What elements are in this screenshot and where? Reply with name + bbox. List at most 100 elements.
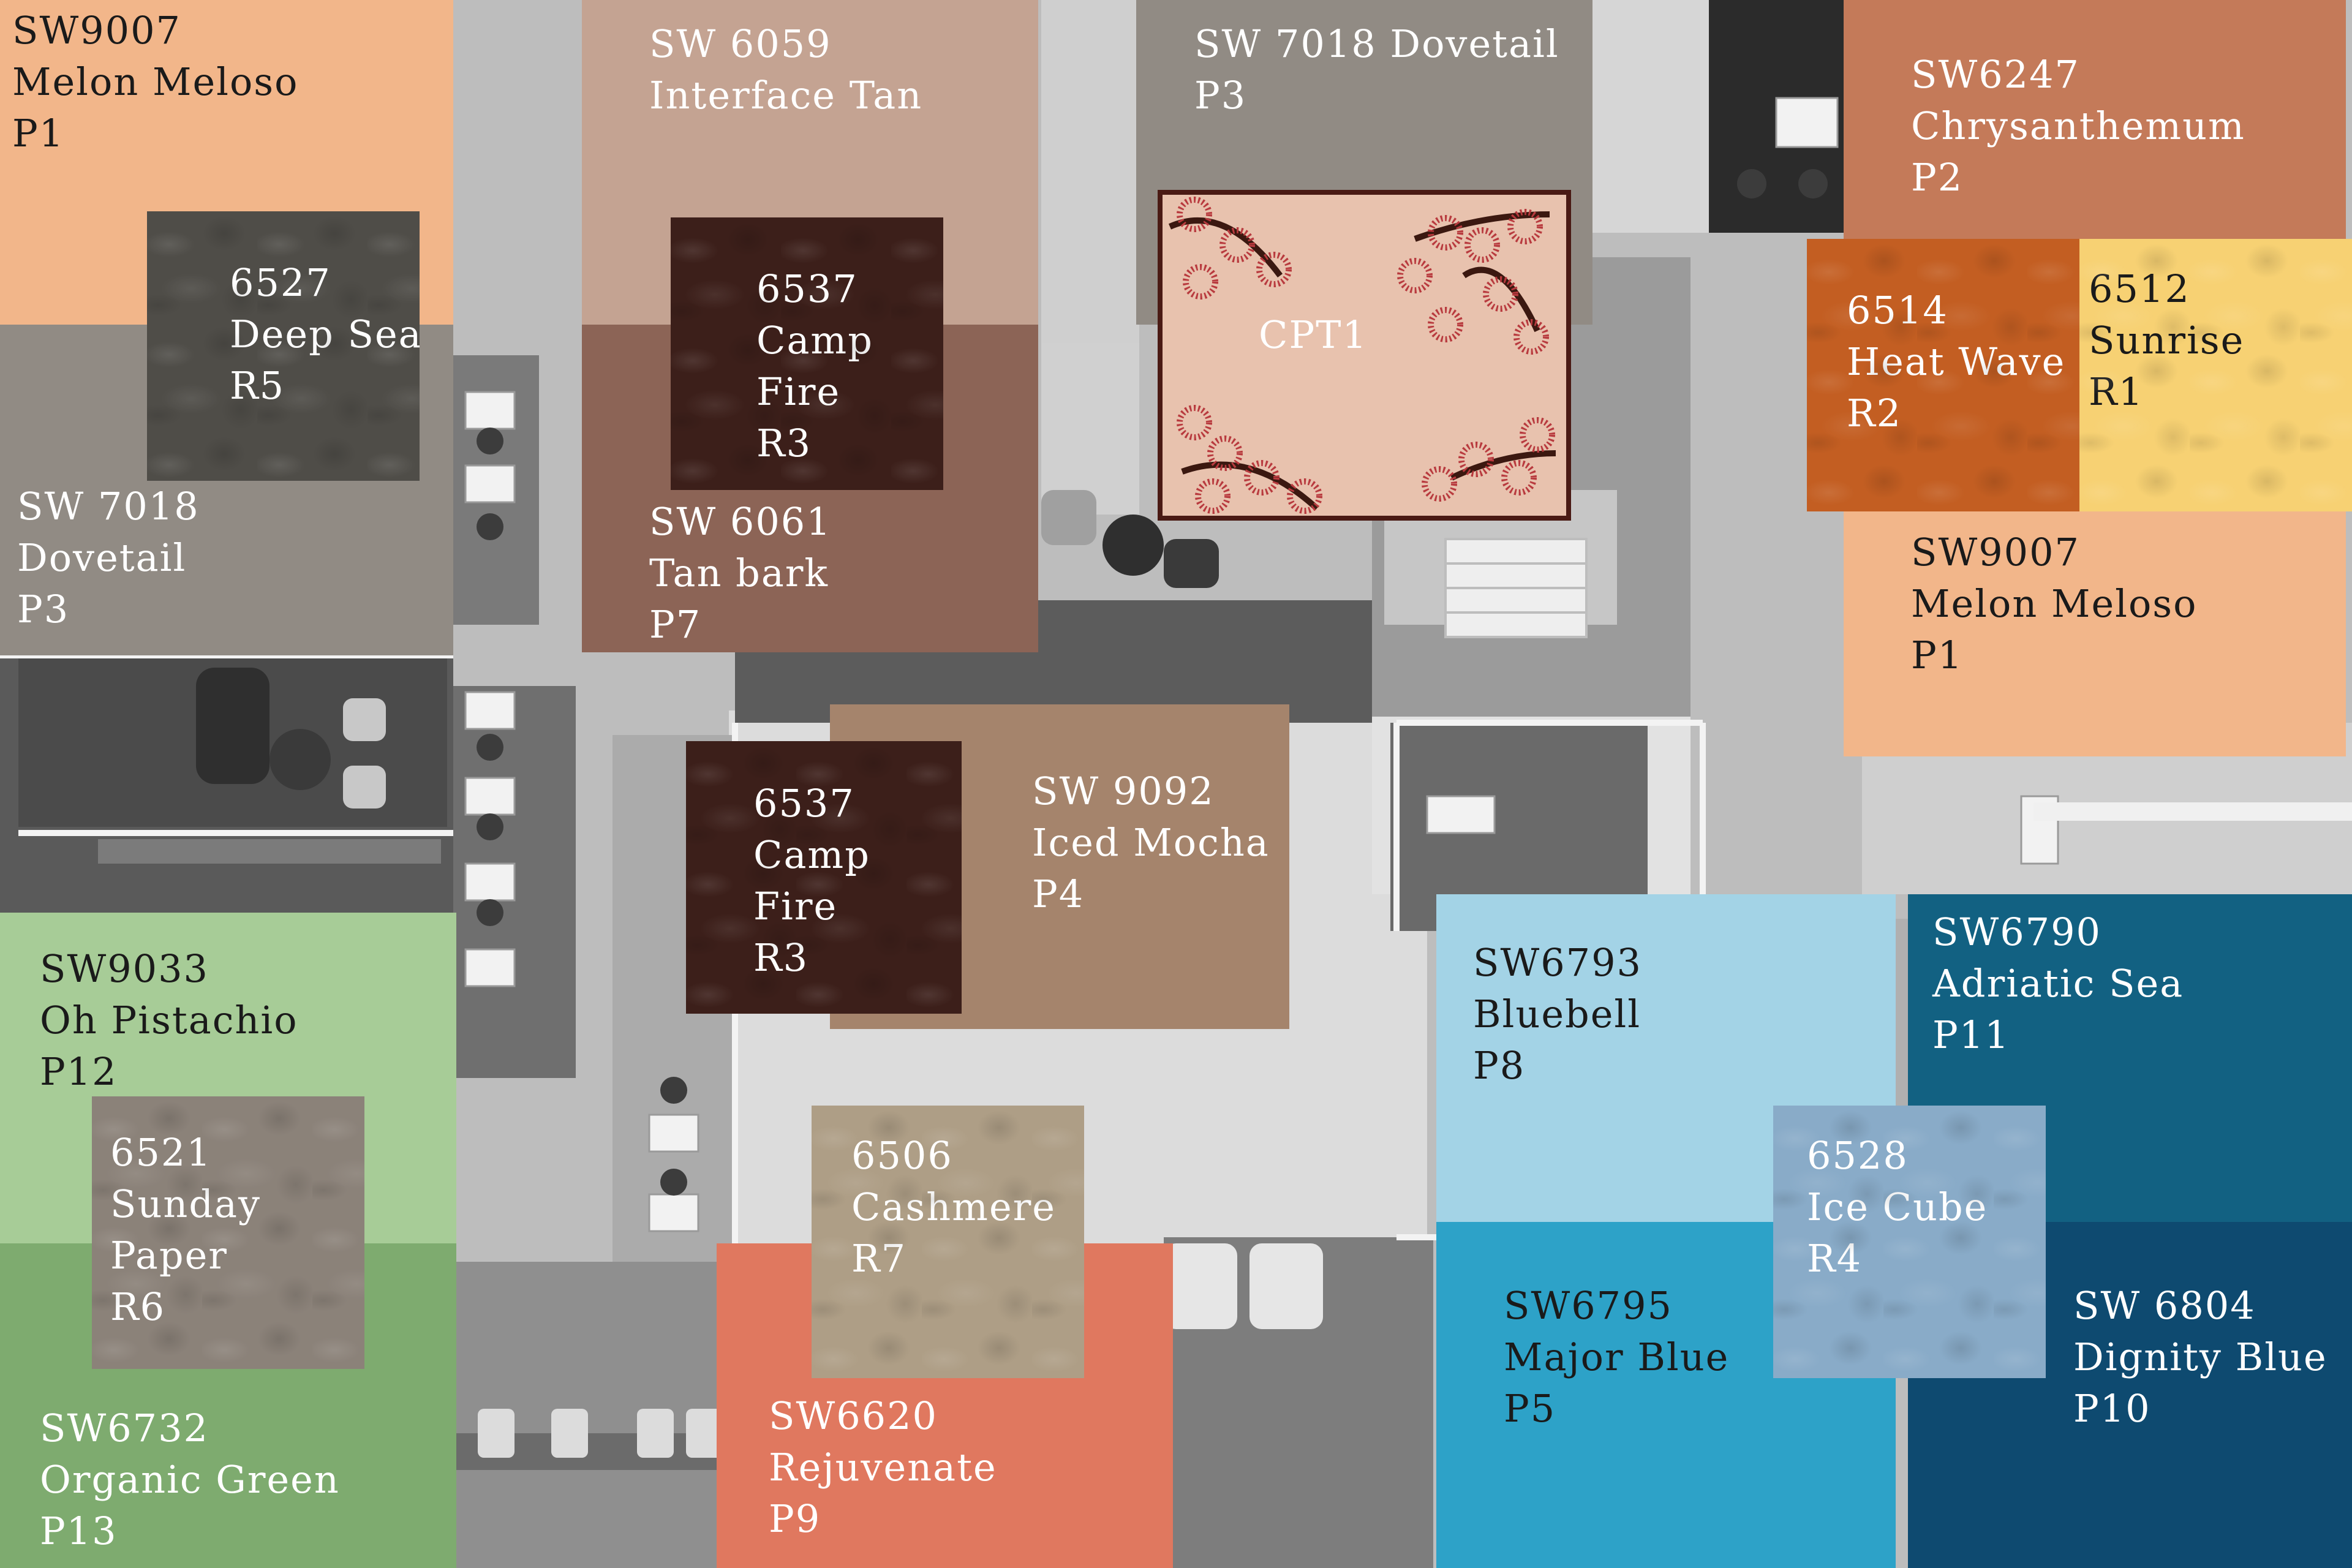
swatch-label-line: CPT1 xyxy=(1259,312,1368,357)
swatch-label-line: Cashmere xyxy=(851,1185,1056,1229)
swatch-label-line: Iced Mocha xyxy=(1032,820,1270,865)
swatch-label-line: P11 xyxy=(1932,1012,2010,1057)
swatch-label-line: SW 6804 xyxy=(2073,1283,2256,1328)
swatch-label-line: 6527 xyxy=(230,260,331,305)
swatch-label-line: Organic Green xyxy=(40,1457,340,1502)
swatch-label-line: R3 xyxy=(756,421,812,466)
swatch-label-line: Adriatic Sea xyxy=(1932,961,2184,1006)
swatch-label-line: 6521 xyxy=(110,1130,212,1175)
swatch-label-line: SW 7018 xyxy=(17,484,200,529)
swatch-label-line: Sunrise xyxy=(2089,318,2245,363)
swatch-label-line: Oh Pistachio xyxy=(40,998,298,1042)
swatch-label-line: SW6790 xyxy=(1932,910,2101,954)
swatch-label-line: R1 xyxy=(2089,369,2144,414)
swatch-label-line: 6514 xyxy=(1847,288,1948,333)
swatch-label-line: 6528 xyxy=(1807,1133,1909,1178)
swatch-label-line: 6512 xyxy=(2089,266,2190,311)
swatch-label-line: Major Blue xyxy=(1504,1335,1730,1379)
swatch-label-line: SW 6059 xyxy=(649,21,832,66)
swatch-label-line: SW6793 xyxy=(1473,940,1642,985)
swatch-label-line: SW6732 xyxy=(40,1406,209,1450)
swatch-label-line: SW9007 xyxy=(1911,530,2080,575)
swatch-label-line: SW 7018 Dovetail xyxy=(1194,21,1559,66)
swatch-label-line: P8 xyxy=(1473,1043,1526,1088)
swatch-cpt1: CPT1 xyxy=(1158,190,1571,521)
swatch-label-line: Interface Tan xyxy=(649,73,923,118)
swatch-label-line: Paper xyxy=(110,1233,228,1278)
swatch-label-line: R6 xyxy=(110,1284,166,1329)
swatch-label-line: SW9007 xyxy=(12,8,181,53)
swatch-label-line: Deep Sea xyxy=(230,312,420,356)
swatch-label-line: P9 xyxy=(769,1496,821,1541)
swatch-label-line: P3 xyxy=(17,587,70,631)
swatch-label-line: R3 xyxy=(753,935,809,980)
swatch-label-line: R5 xyxy=(230,363,285,408)
swatch-label-line: R4 xyxy=(1807,1236,1863,1281)
swatch-label-line: SW9033 xyxy=(40,946,209,991)
carpet-pattern xyxy=(1158,190,1571,521)
swatch-label-line: P7 xyxy=(649,602,702,647)
swatch-label-line: Ice Cube xyxy=(1807,1185,1988,1229)
swatch-label-line: Dignity Blue xyxy=(2073,1335,2328,1379)
swatch-label-line: Dovetail xyxy=(17,535,187,580)
swatch-label-line: P4 xyxy=(1032,872,1085,916)
swatch-label-line: Melon Meloso xyxy=(12,59,299,104)
swatch-label-line: SW6247 xyxy=(1911,52,2080,97)
swatch-label-line: Chrysanthemum xyxy=(1911,104,2245,148)
swatch-label-line: P1 xyxy=(12,111,65,156)
swatch-label-line: P5 xyxy=(1504,1386,1556,1431)
swatch-label-line: Camp xyxy=(753,832,870,877)
swatch-label-line: 6506 xyxy=(851,1133,953,1178)
swatch-label-line: P10 xyxy=(2073,1386,2151,1431)
swatch-label-line: Sunday xyxy=(110,1182,262,1226)
swatch-label-line: Camp xyxy=(756,318,873,363)
swatch-label-line: Bluebell xyxy=(1473,992,1642,1036)
swatch-label-line: P3 xyxy=(1194,73,1247,118)
swatch-label-line: P2 xyxy=(1911,155,1964,200)
swatch-label-line: Rejuvenate xyxy=(769,1445,997,1490)
swatch-label-line: Tan bark xyxy=(649,551,829,595)
swatch-label-line: SW 6061 xyxy=(649,499,832,544)
swatch-label-line: SW 9092 xyxy=(1032,769,1215,813)
swatch-label-line: Fire xyxy=(756,369,841,414)
swatch-label-line: SW6795 xyxy=(1504,1283,1673,1328)
swatch-label-line: Fire xyxy=(753,884,838,929)
swatch-label-line: R7 xyxy=(851,1236,907,1281)
swatch-label-line: P1 xyxy=(1911,633,1964,677)
swatch-label-line: Melon Meloso xyxy=(1911,581,2198,626)
swatch-label-line: P13 xyxy=(40,1509,118,1553)
swatch-label-line: Heat Wave xyxy=(1847,339,2066,384)
swatch-label-line: 6537 xyxy=(753,781,855,826)
